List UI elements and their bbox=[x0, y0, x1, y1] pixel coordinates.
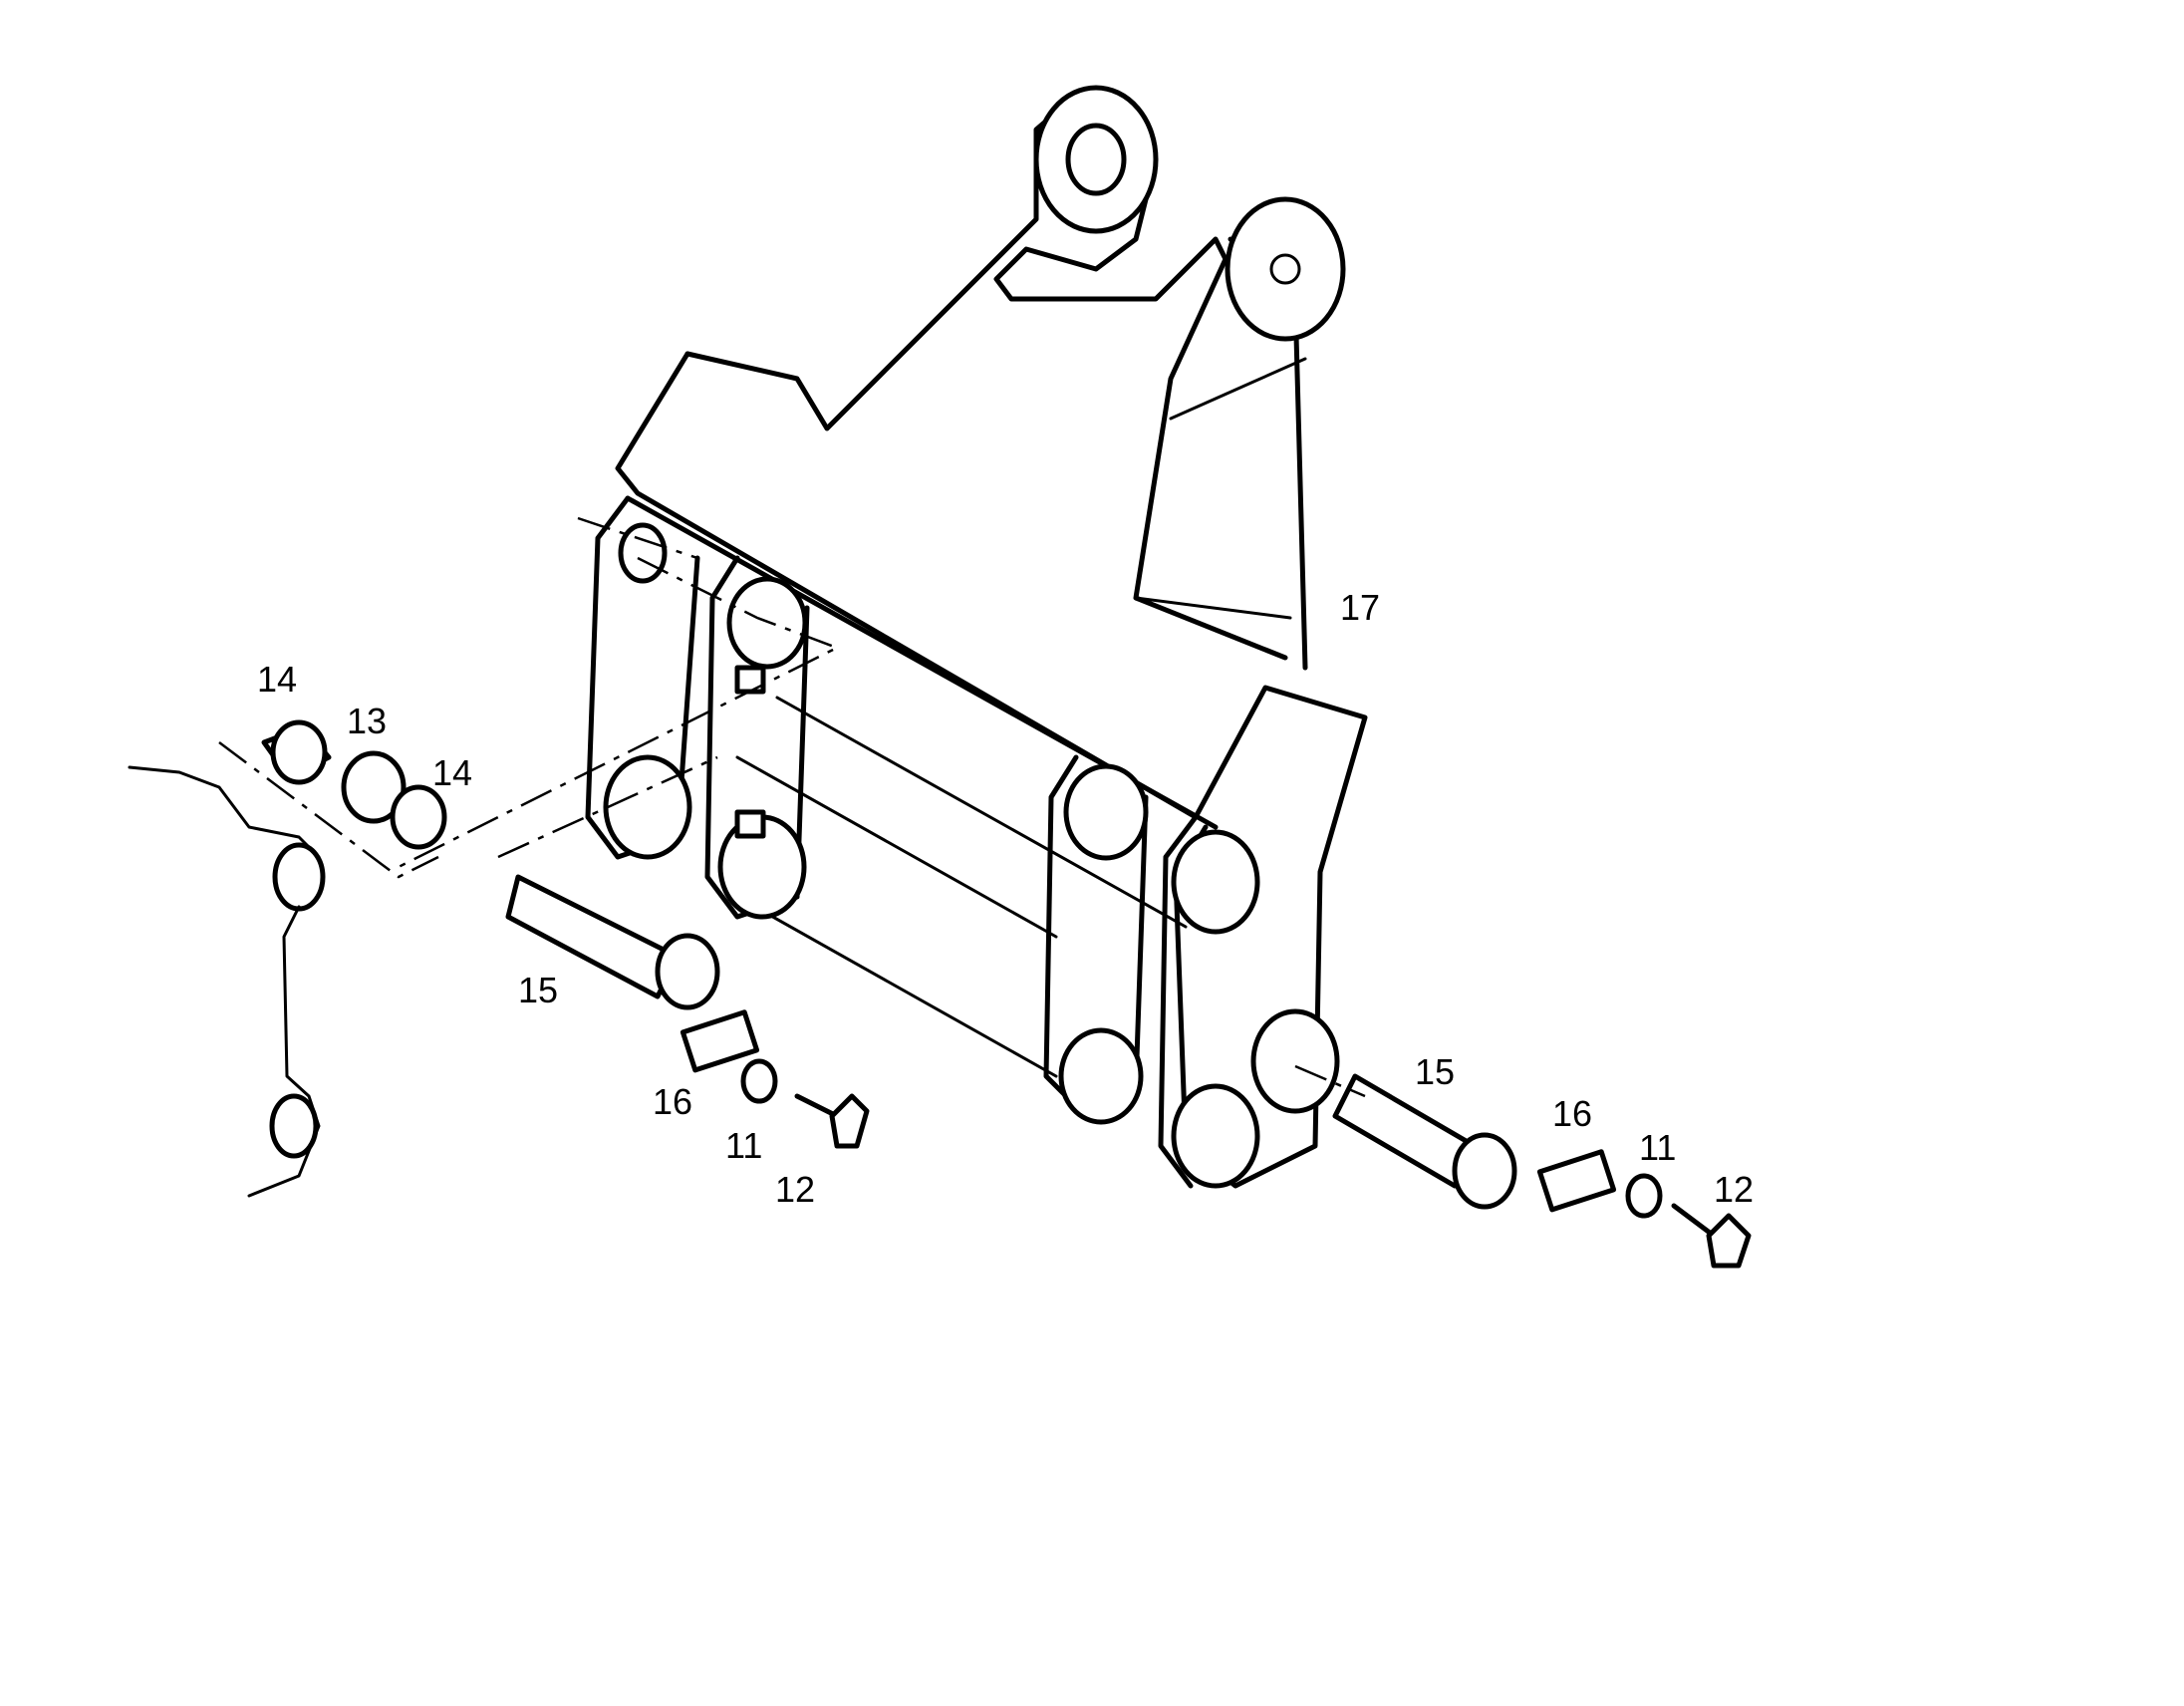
right-pin-group bbox=[1294, 1064, 1752, 1269]
left-pin-group bbox=[497, 755, 870, 1149]
frame-assembly bbox=[585, 85, 1368, 1189]
upper-right-boss bbox=[1225, 196, 1346, 342]
label-plate-right: 16 bbox=[1552, 1093, 1593, 1134]
leader-lines bbox=[398, 516, 841, 869]
label-frame: 17 bbox=[1340, 587, 1381, 628]
bushing-set bbox=[218, 719, 447, 879]
label-pin-left: 15 bbox=[518, 970, 559, 1010]
label-pin-right: 15 bbox=[1415, 1051, 1456, 1092]
label-bushing-right: 14 bbox=[432, 752, 473, 793]
label-spacer: 13 bbox=[347, 701, 388, 741]
linkage-lug bbox=[128, 765, 326, 1198]
label-washer-right: 11 bbox=[1639, 1127, 1677, 1168]
label-plate-left: 16 bbox=[653, 1081, 693, 1122]
block-icon bbox=[734, 665, 766, 695]
label-bolt-left: 12 bbox=[775, 1169, 816, 1210]
label-bushing-top-left: 14 bbox=[257, 659, 298, 700]
label-bolt-right: 12 bbox=[1714, 1169, 1755, 1210]
label-washer-left: 11 bbox=[725, 1125, 763, 1166]
